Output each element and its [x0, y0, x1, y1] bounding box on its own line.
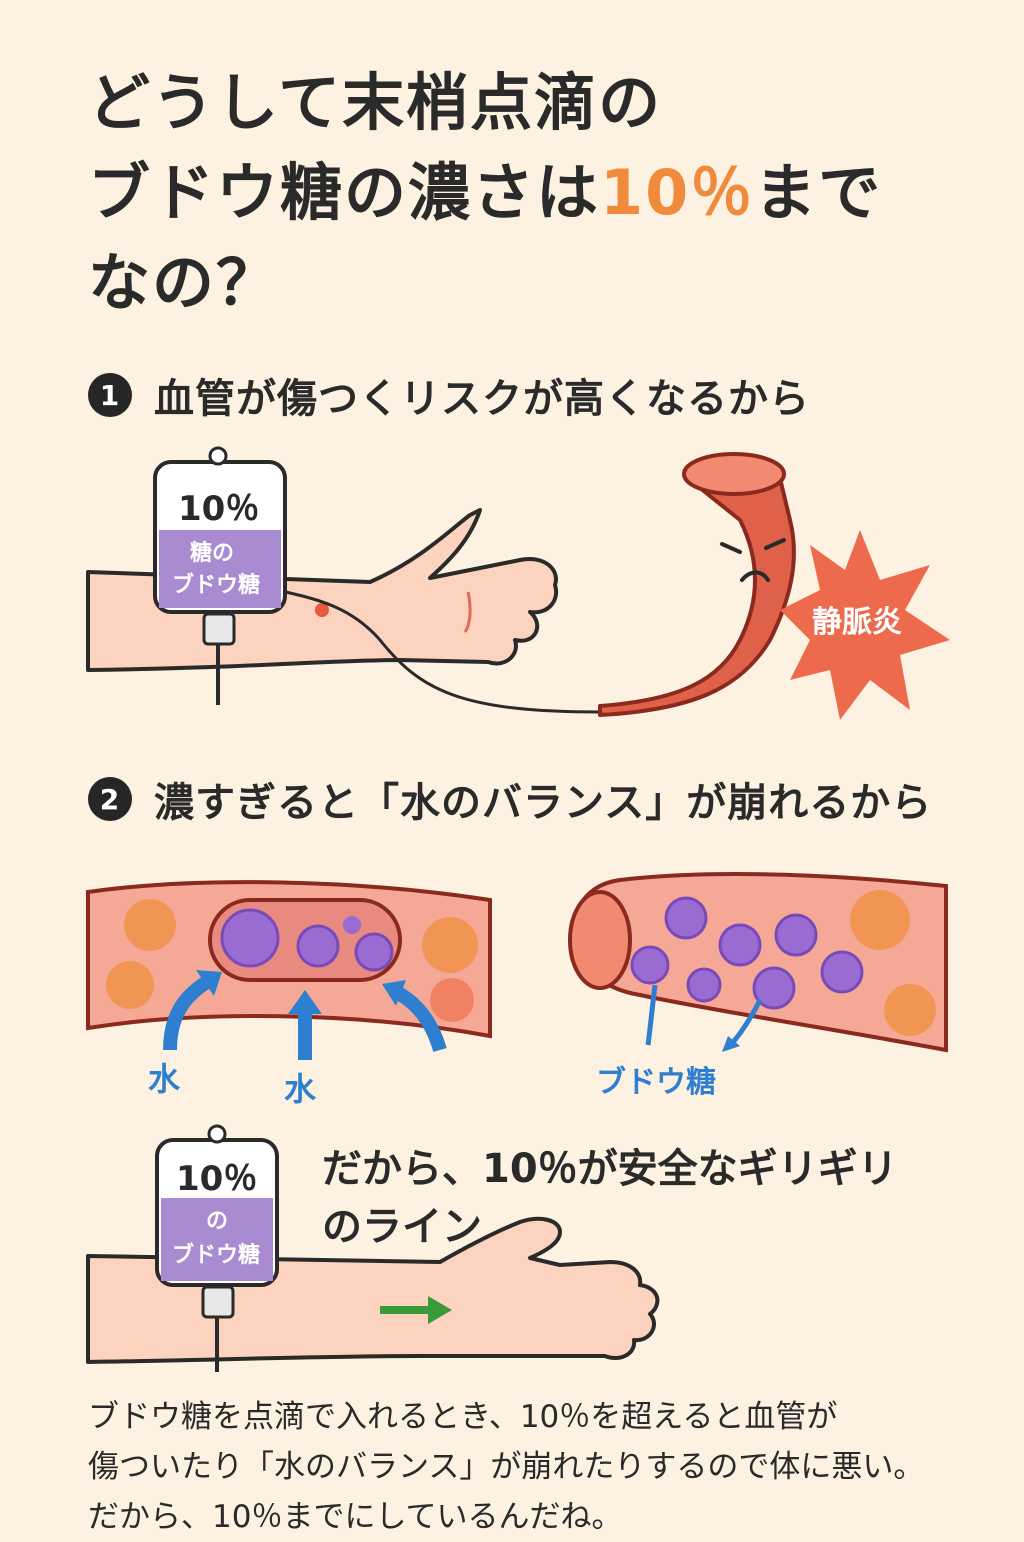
section-2-number: 2 [88, 777, 132, 821]
phlebitis-label: 静脈炎 [812, 605, 902, 640]
water-balance-illustration: 水 水 ブドウ糖 [86, 871, 948, 1108]
frown-icon [740, 570, 770, 582]
section-1-heading: 1 血管が傷つくリスクが高くなるから [88, 366, 810, 424]
title-line-3: なの？ [88, 246, 281, 319]
summary-line-3: だから、10％までにしているんだね。 [88, 1499, 623, 1535]
iv-bag-1-concentration: 10％ [178, 489, 259, 529]
safe-line-illustration: 10％ の ブドウ糖 [86, 1124, 660, 1372]
summary-line-1: ブドウ糖を点滴で入れるとき、10％を超えると血管が [88, 1399, 838, 1435]
title-line-2-pre: ブドウ糖の濃さは [88, 156, 601, 229]
angry-eyes-icon [720, 538, 786, 554]
summary: ブドウ糖を点滴で入れるとき、10％を超えると血管が 傷ついたり「水のバランス」が… [88, 1392, 1008, 1542]
page-title: どうして末梢点滴の ブドウ糖の濃さは10％まで なの？ [88, 58, 988, 328]
palm-line [463, 591, 472, 633]
iv-bag-2: 10％ の ブドウ糖 [155, 1124, 279, 1372]
conclusion: だから、10％が安全なギリギリ のライン [322, 1140, 982, 1256]
summary-line-2: 傷ついたり「水のバランス」が崩れたりするので体に悪い。 [88, 1449, 925, 1485]
inflamed-vein [598, 459, 796, 717]
section-1-number: 1 [88, 373, 132, 417]
iv-bag-2-line1: の [206, 1209, 228, 1234]
vein-opening [682, 452, 786, 496]
title-line-2-post: まで [754, 156, 883, 229]
water-label-mid: 水 [284, 1070, 317, 1108]
section-2-heading: 2 濃すぎると「水のバランス」が崩れるから [88, 770, 932, 828]
title-line-2: ブドウ糖の濃さは10％まで [88, 148, 988, 238]
phlebitis-illustration: 静脈炎 10％ 糖の ブドウ糖 [86, 446, 950, 720]
glucose-arrow-left [645, 984, 658, 1046]
water-label-left: 水 [148, 1060, 181, 1098]
conclusion-line-1: だから、10％が安全なギリギリ [322, 1146, 898, 1192]
section-2-label: 濃すぎると「水のバランス」が崩れるから [154, 780, 933, 826]
vessel-right [568, 871, 948, 1053]
iv-bag-1-line2: ブドウ糖 [172, 572, 260, 598]
iv-bag-2-concentration: 10％ [176, 1159, 257, 1199]
water-arrow-left [163, 973, 214, 1051]
arm-2 [86, 1216, 660, 1364]
iv-bag-1-line1: 糖の [190, 540, 234, 566]
conclusion-line-2: のライン [322, 1204, 482, 1250]
burst-icon [780, 530, 950, 720]
section-1-label: 血管が傷つくリスクが高くなるから [154, 376, 810, 422]
iv-bag-2-line2: ブドウ糖 [172, 1242, 260, 1268]
glucose-label: ブドウ糖 [596, 1065, 716, 1100]
title-accent-percent: 10％ [600, 156, 755, 229]
insertion-point [315, 603, 329, 617]
iv-tube [285, 590, 601, 714]
iv-bag-1: 10％ 糖の ブドウ糖 [153, 446, 287, 705]
title-line-1: どうして末梢点滴の [88, 66, 663, 139]
